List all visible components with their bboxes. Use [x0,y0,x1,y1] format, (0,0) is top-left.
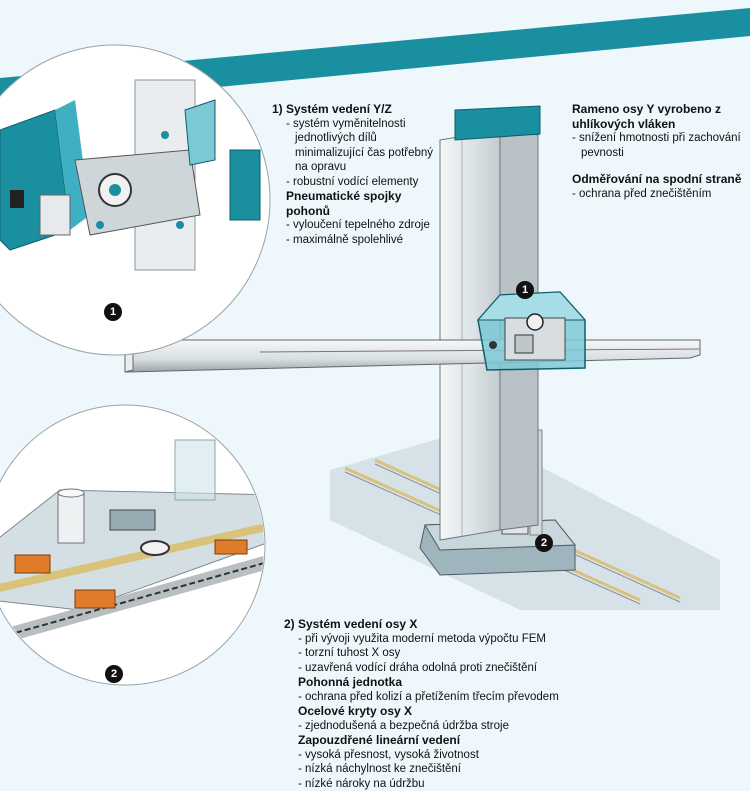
list-item: uzavřená vodící dráha odolná proti zneči… [298,661,624,676]
section-pneumatic-title: Pneumatické spojky pohonů [286,189,402,218]
section-yz-title: 1) Systém vedení Y/Z [272,102,392,116]
list-item: systém vyměnitelnosti jednotlivých dílů … [286,117,437,175]
section-arm: Rameno osy Y vyrobeno z uhlíkových vláke… [572,102,742,201]
list-item: zjednodušená a bezpečná údržba stroje [298,719,624,734]
section-x-title: 2) Systém vedení osy X [284,617,418,631]
section-linear-list: vysoká přesnost, vysoká životnost nízká … [298,748,624,791]
callout-badge-1-detail: 1 [104,303,122,321]
list-item: vyloučení tepelného zdroje [286,218,437,233]
callout-badge-1-carriage: 1 [516,281,534,299]
section-covers-list: zjednodušená a bezpečná údržba stroje [298,719,624,734]
section-arm-title: Rameno osy Y vyrobeno z uhlíkových vláke… [572,102,721,131]
section-yz-list: systém vyměnitelnosti jednotlivých dílů … [286,117,437,190]
list-item: ochrana před znečištěním [572,187,742,202]
detail-circle-2 [0,404,266,686]
section-arm-list: snížení hmotnosti při zachování pevnosti [572,131,742,160]
callout-badge-2-base: 2 [535,534,553,552]
list-item: snížení hmotnosti při zachování pevnosti [572,131,742,160]
section-pneumatic-list: vyloučení tepelného zdroje maximálně spo… [286,218,437,247]
y-arm [124,337,701,373]
section-x: 2) Systém vedení osy X při vývoji využit… [284,617,624,791]
list-item: torzní tuhost X osy [298,646,624,661]
list-item: robustní vodící elementy [286,175,437,190]
list-item: nízká náchylnost ke znečištění [298,762,624,777]
list-item: maximálně spolehlivé [286,233,437,248]
section-drive-title: Pohonná jednotka [298,675,403,689]
section-linear-title: Zapouzdřené lineární vedení [298,733,461,747]
section-measure-title: Odměřování na spodní straně [572,172,742,186]
carriage-housing [476,291,587,371]
detail-circle-1 [0,44,271,356]
list-item: ochrana před kolizí a přetížením třecím … [298,690,624,705]
section-x-list: při vývoji využita moderní metoda výpočt… [298,632,624,676]
list-item: nízké nároky na údržbu [298,777,624,791]
list-item: vysoká přesnost, vysoká životnost [298,748,624,763]
section-yz: 1) Systém vedení Y/Z systém vyměnitelnos… [272,102,437,247]
callout-badge-2-detail: 2 [105,665,123,683]
section-drive-list: ochrana před kolizí a přetížením třecím … [298,690,624,705]
section-measure-list: ochrana před znečištěním [572,187,742,202]
list-item: při vývoji využita moderní metoda výpočt… [298,632,624,647]
section-covers-title: Ocelové kryty osy X [298,704,413,718]
